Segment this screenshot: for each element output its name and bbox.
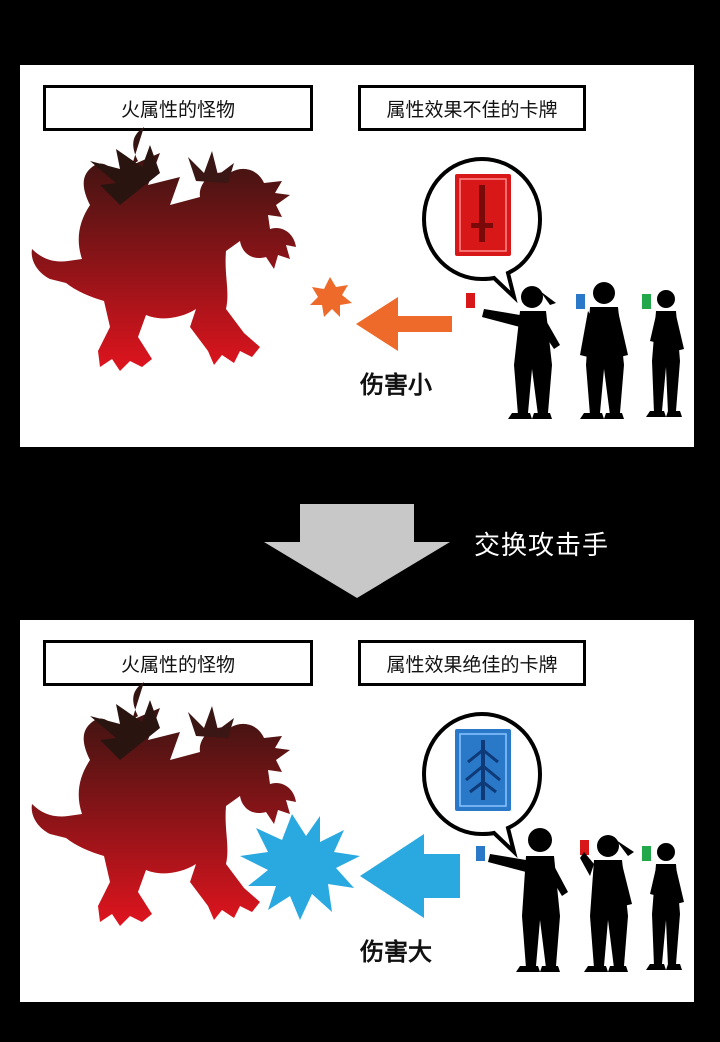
monster-silhouette-icon: [31, 127, 296, 371]
fire-card-small: [580, 840, 589, 855]
water-card-small: [576, 294, 585, 309]
bottom-scene: [31, 682, 684, 972]
speech-bubble: [421, 711, 543, 859]
player-silhouette-icon: [580, 282, 628, 419]
speech-bubble: [421, 156, 543, 304]
top-scene: [31, 127, 684, 419]
monster-label-bottom: 火属性的怪物: [43, 640, 313, 686]
sword-card-icon: [453, 172, 513, 258]
impact-burst-icon: [240, 814, 360, 920]
player-silhouette-icon: [646, 843, 684, 970]
tree-card-icon: [453, 727, 513, 813]
player-silhouette-icon: [580, 835, 634, 972]
monster-silhouette-icon: [31, 682, 296, 926]
wood-card-small: [642, 846, 651, 861]
top-panel: 火属性的怪物 属性效果不佳的卡牌: [20, 65, 694, 447]
monster-label-top: 火属性的怪物: [43, 85, 313, 131]
arrow-left-icon: [356, 297, 452, 351]
bottom-panel: 火属性的怪物 属性效果绝佳的卡牌: [20, 620, 694, 1002]
card-label-top: 属性效果不佳的卡牌: [358, 85, 586, 131]
arrow-left-icon: [360, 834, 460, 918]
damage-text-top: 伤害小: [360, 371, 432, 399]
impact-burst-icon: [310, 277, 352, 317]
fire-card-small: [466, 293, 475, 308]
player-silhouette-icon: [488, 828, 568, 972]
damage-text-bottom: 伤害大: [360, 938, 432, 966]
water-card-small: [476, 846, 485, 861]
card-label-bottom: 属性效果绝佳的卡牌: [358, 640, 586, 686]
arrow-down-icon: [264, 504, 450, 598]
player-silhouette-icon: [646, 290, 684, 417]
transition-label: 交换攻击手: [474, 531, 610, 561]
wood-card-small: [642, 294, 651, 309]
player-silhouette-icon: [482, 286, 560, 419]
